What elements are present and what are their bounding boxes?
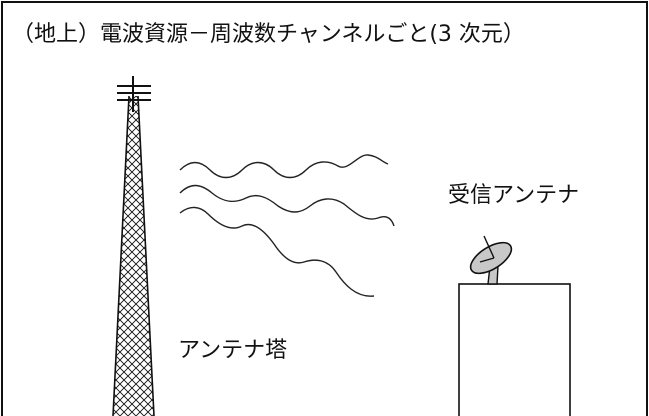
diagram-title: （地上）電波資源－周波数チャンネルごと(3 次元） bbox=[12, 22, 525, 47]
radio-wave-2 bbox=[179, 184, 395, 227]
lattice-tower-icon bbox=[112, 76, 155, 416]
radio-wave-1 bbox=[179, 154, 389, 179]
radio-wave-icon bbox=[179, 154, 395, 297]
receiving-building bbox=[458, 283, 571, 416]
radio-wave-3 bbox=[179, 206, 375, 297]
satellite-dish-icon bbox=[469, 235, 513, 285]
receiving-antenna-label: 受信アンテナ bbox=[448, 183, 580, 208]
antenna-tower-label: アンテナ塔 bbox=[178, 338, 288, 363]
